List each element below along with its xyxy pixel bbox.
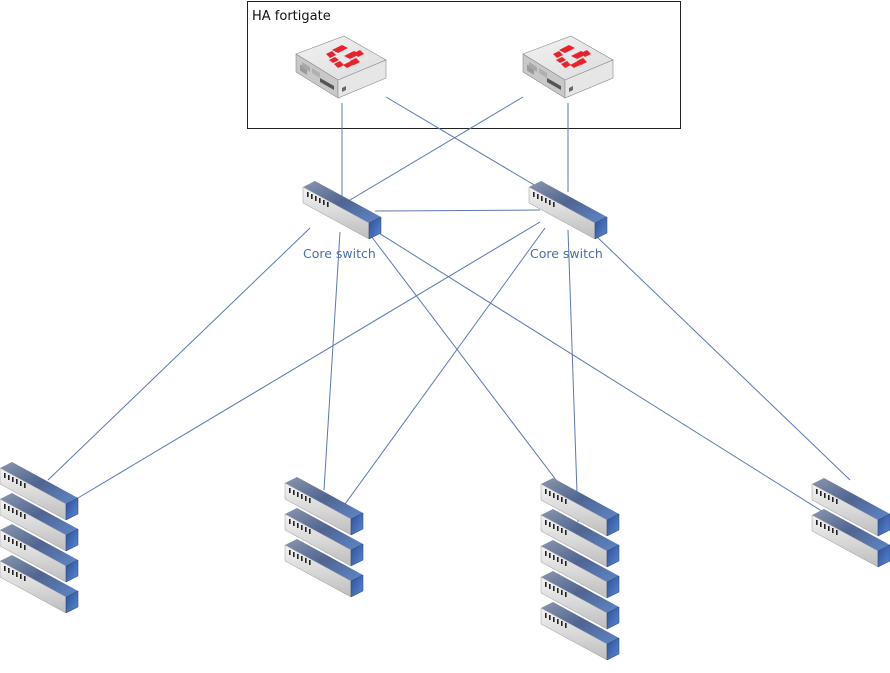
access-stack-1[interactable] — [0, 461, 79, 614]
ha-group-label: HA fortigate — [252, 9, 331, 24]
core-switch-2-label: Core switch — [530, 246, 603, 261]
link-core1-core2 — [374, 209, 541, 212]
fortigate-firewall-icon — [522, 35, 614, 99]
links-layer — [47, 96, 851, 523]
link-core1-stack3 — [367, 231, 576, 506]
link-core1-stack4 — [373, 229, 829, 516]
link-core2-stack4 — [594, 234, 851, 481]
fortigate-firewall-icon — [295, 35, 387, 99]
fortigate-firewall-1[interactable] — [295, 35, 387, 99]
link-core1-stack1 — [47, 227, 311, 481]
ha-group-box — [247, 1, 681, 129]
link-core1-stack2 — [323, 231, 341, 491]
core-switch-1-label: Core switch — [303, 246, 376, 261]
access-stack-3[interactable] — [540, 477, 620, 661]
link-core2-stack1 — [77, 221, 541, 499]
fortigate-firewall-2[interactable] — [522, 35, 614, 99]
link-fw2-core1 — [344, 96, 524, 204]
link-core2-stack3 — [567, 229, 579, 523]
link-core2-stack2 — [331, 227, 546, 523]
access-stack-4[interactable] — [811, 477, 890, 568]
